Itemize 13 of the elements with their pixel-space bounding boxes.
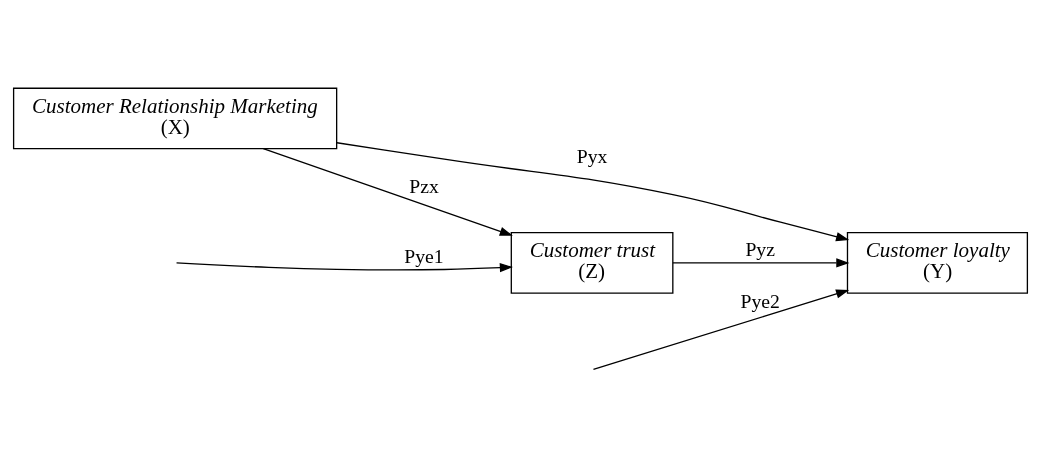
arrow xyxy=(592,289,850,370)
edge-label: Pye1 xyxy=(404,244,444,267)
arrow xyxy=(175,262,513,273)
edge-label: Pyx xyxy=(576,145,608,168)
edge-label: Pyz xyxy=(745,238,775,261)
node-box: Customer trust (Z) xyxy=(510,232,674,294)
arrow xyxy=(262,148,513,236)
arrow xyxy=(672,258,850,268)
arrow xyxy=(336,142,850,242)
edge-label: Pzx xyxy=(409,175,439,198)
node-box: Customer Relationship Marketing (X) xyxy=(12,87,338,150)
edge-label: Pye2 xyxy=(740,289,780,312)
node-box: Customer loyalty (Y) xyxy=(846,232,1029,294)
